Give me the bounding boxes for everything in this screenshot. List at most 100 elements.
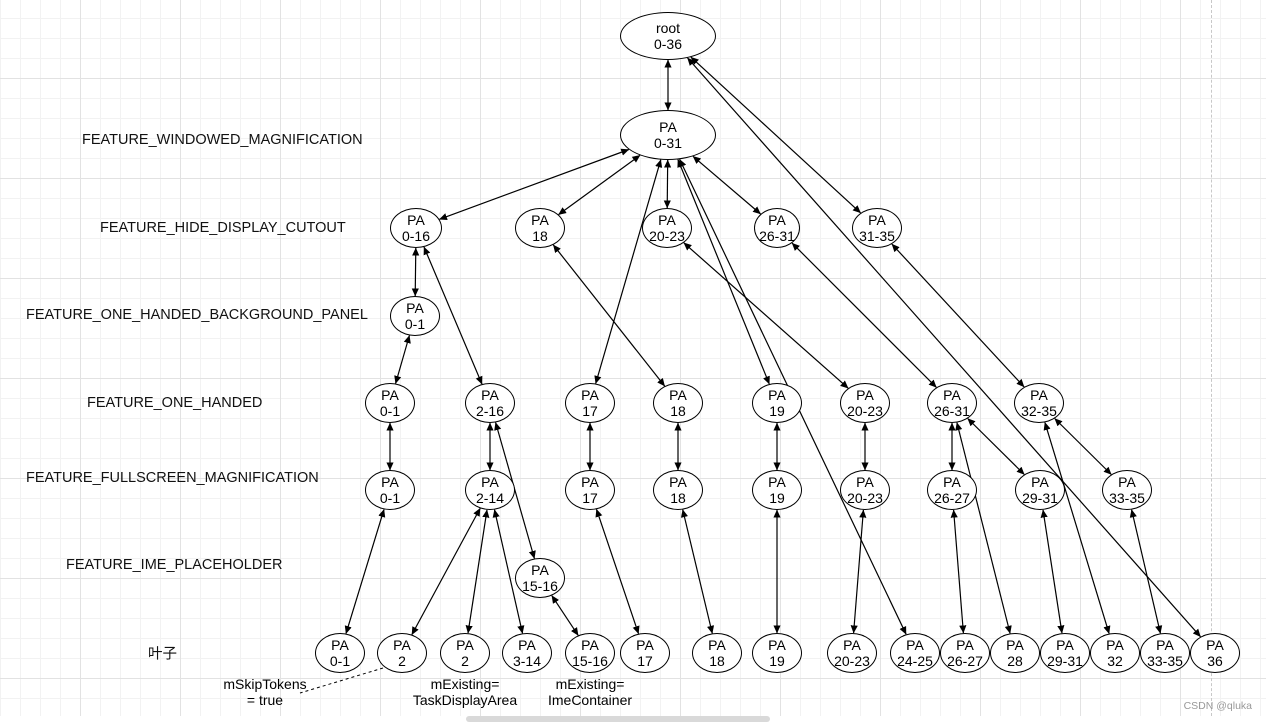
node-range: 0-36 <box>653 36 683 52</box>
node-range: 20-23 <box>834 653 870 669</box>
node-label: PA <box>581 387 599 403</box>
edge-root-pa3135 <box>690 56 862 214</box>
node-label: PA <box>1206 637 1224 653</box>
node-range: 29-31 <box>1047 653 1083 669</box>
edge-pa18c-lf18 <box>680 509 715 634</box>
node-range: 17 <box>582 490 598 506</box>
node-label: PA <box>868 212 886 228</box>
node-label: PA <box>518 637 536 653</box>
node-label: PA <box>856 474 874 490</box>
node-range: 24-25 <box>897 653 933 669</box>
node-range: 2-14 <box>475 490 505 506</box>
node-range: 0-1 <box>379 403 401 419</box>
edge-pa2931a-lf2931 <box>1040 509 1065 634</box>
node-label: PA <box>406 300 424 316</box>
node-label: PA <box>1056 637 1074 653</box>
node-range: 19 <box>769 490 785 506</box>
watermark: CSDN @qluka <box>1183 700 1252 712</box>
node-range: 33-35 <box>1109 490 1145 506</box>
node-range: 2 <box>398 653 406 669</box>
node-range: 33-35 <box>1147 653 1183 669</box>
node-range: 18 <box>670 490 686 506</box>
edge-pa214-lf314 <box>492 509 525 634</box>
horizontal-scrollbar[interactable] <box>466 716 770 722</box>
node-range: 20-23 <box>649 228 685 244</box>
node-range: 0-31 <box>653 135 683 151</box>
node-label: PA <box>669 387 687 403</box>
node-range: 0-1 <box>329 653 351 669</box>
node-range: 31-35 <box>859 228 895 244</box>
node-label: PA <box>1156 637 1174 653</box>
edge-pa214-lf2a <box>411 508 481 635</box>
level-label-leaf: 叶子 <box>148 646 177 663</box>
edge-pa2023a-pa2023b <box>683 242 849 389</box>
edge-pa3135-pa3235 <box>891 243 1025 388</box>
node-range: 26-31 <box>934 403 970 419</box>
node-range: 18 <box>670 403 686 419</box>
node-range: 18 <box>532 228 548 244</box>
note-line: ImeContainer <box>547 692 633 708</box>
edge-pa2627a-lf2627 <box>950 509 967 634</box>
node-range: 17 <box>582 403 598 419</box>
node-label: PA <box>906 637 924 653</box>
node-range: 15-16 <box>572 653 608 669</box>
note-line: mExisting= <box>555 676 625 692</box>
edge-pa031-pa2631a <box>692 155 761 215</box>
node-label: PA <box>381 474 399 490</box>
node-label: PA <box>407 212 425 228</box>
level-label-fullscreen-magnification: FEATURE_FULLSCREEN_MAGNIFICATION <box>26 470 319 486</box>
node-label: PA <box>658 212 676 228</box>
edge-pa216-pa1516a <box>494 422 536 559</box>
node-range: 32-35 <box>1021 403 1057 419</box>
node-label: PA <box>1031 474 1049 490</box>
note-skip-tokens: mSkipTokens = true <box>223 676 306 708</box>
node-label: PA <box>1006 637 1024 653</box>
edge-pa17b-lf17 <box>595 508 640 635</box>
node-label: PA <box>581 474 599 490</box>
node-label: PA <box>943 387 961 403</box>
node-range: 15-16 <box>522 578 558 594</box>
